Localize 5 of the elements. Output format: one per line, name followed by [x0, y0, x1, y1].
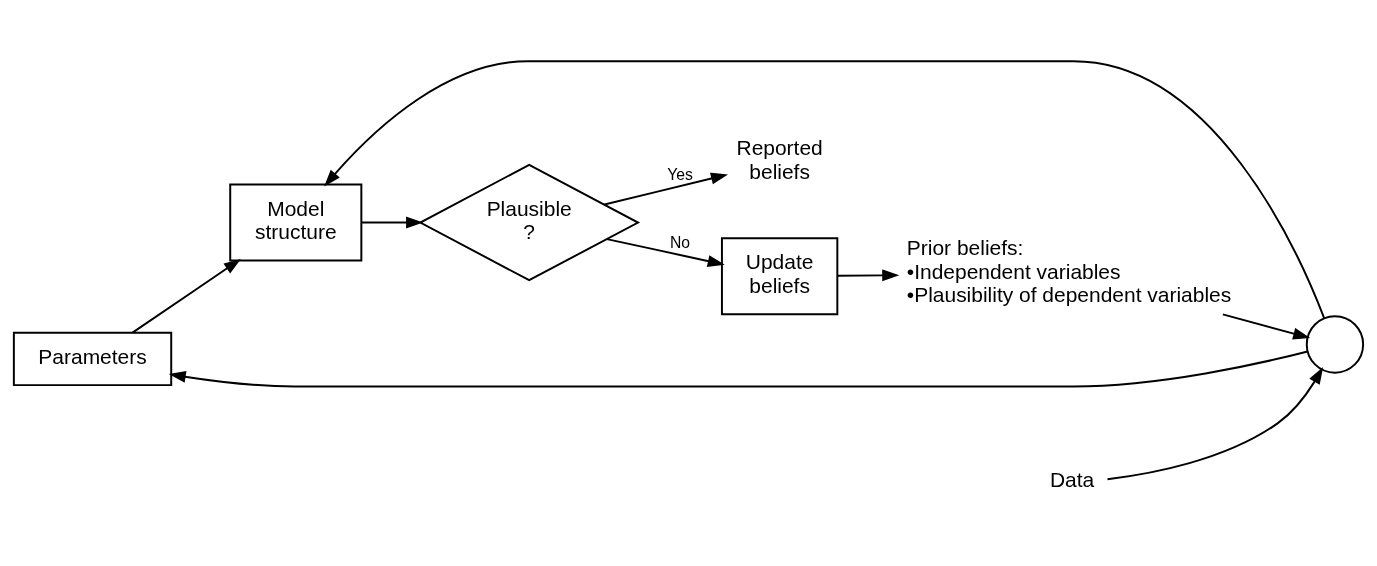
edge-label: No — [669, 233, 691, 251]
edge-label: Yes — [667, 165, 693, 183]
node-text: Reported beliefs — [736, 135, 823, 183]
node-text: Prior beliefs: •Independent variables •Plausibility of dependent variables — [906, 235, 1232, 306]
node-text: Data — [1049, 467, 1095, 491]
